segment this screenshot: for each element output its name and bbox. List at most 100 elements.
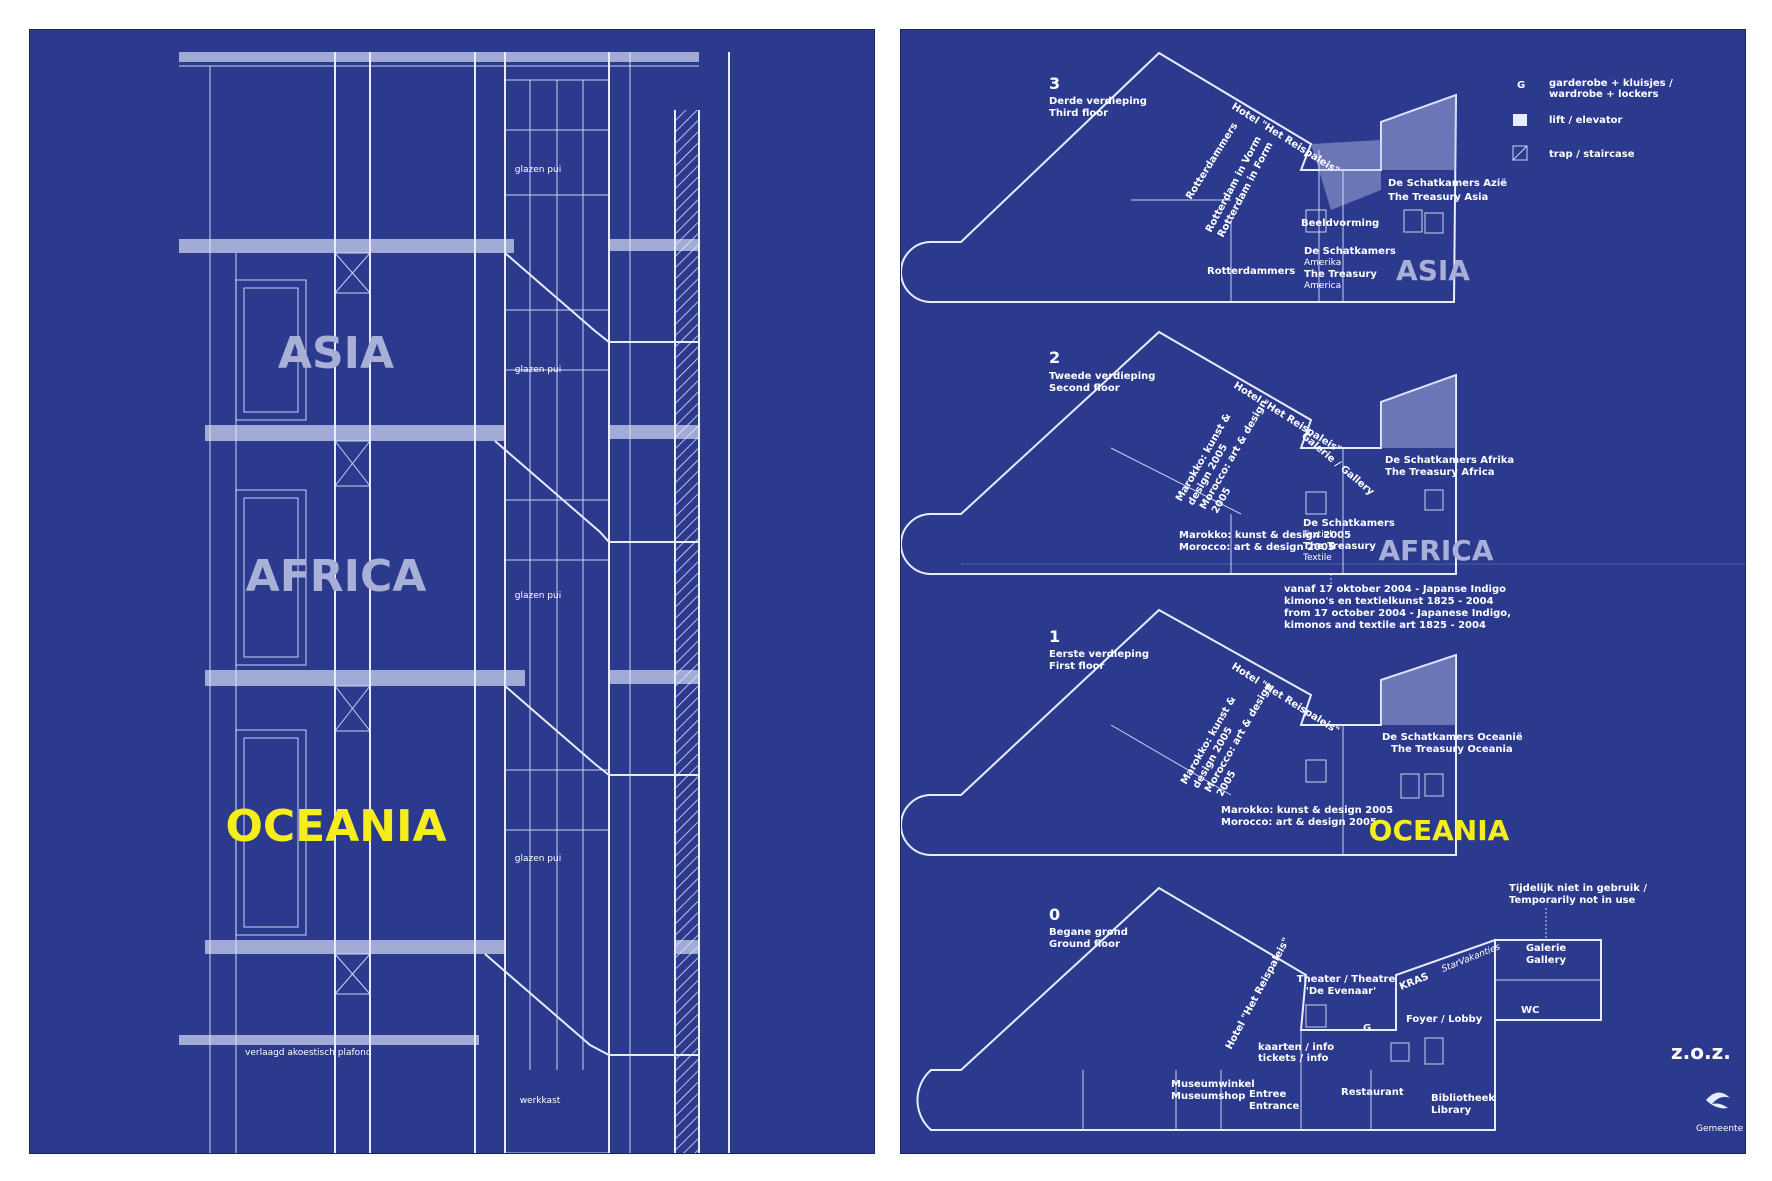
shaded-area <box>1381 95 1456 170</box>
room-label: De Schatkamers <box>1303 518 1395 529</box>
roof-slab <box>179 52 699 62</box>
exhibition-note: vanaf 17 oktober 2004 - Japanse Indigo <box>1284 584 1506 595</box>
shaded-area <box>1381 375 1456 448</box>
floor-name-en: Second floor <box>1049 383 1120 394</box>
continent-label: AFRICA <box>1379 534 1494 567</box>
building-section-panel: ASIA AFRICA OCEANIA glazen pui glazen pu… <box>29 29 875 1154</box>
shaded-area <box>1381 655 1456 725</box>
wardrobe-symbol: G <box>1517 80 1525 91</box>
room-label: Textiel <box>1302 530 1332 540</box>
room-label: Marokko: kunst & design 2005 <box>1221 805 1393 816</box>
room-label: The Treasury <box>1304 269 1377 280</box>
room-label: Temporarily not in use <box>1509 895 1636 906</box>
room-label: Galerie <box>1526 943 1567 954</box>
floor-plan-1: 1 Eerste verdieping First floor Hotel "H… <box>901 608 1523 856</box>
floor-plans-panel: 3 Derde verdieping Third floor Hotel "He… <box>900 29 1746 1154</box>
floor-slab <box>205 425 505 441</box>
room-label: The Treasury Asia <box>1388 192 1488 203</box>
stair-symbol <box>1305 1004 1327 1028</box>
floor-slab <box>205 670 525 686</box>
stair-symbol <box>1424 1037 1444 1065</box>
staircase-icon <box>1512 145 1528 161</box>
continent-label: ASIA <box>1396 254 1470 287</box>
municipality-logo-text: Gemeente R <box>1696 1124 1745 1134</box>
legend-wardrobe-nl: garderobe + kluisjes / <box>1549 78 1673 89</box>
wardrobe-box <box>1390 1042 1410 1062</box>
room-label: Morocco: art & design 2005 <box>1179 542 1335 553</box>
stair-symbol <box>1424 489 1444 511</box>
stair-symbol <box>1424 773 1444 797</box>
room-label: De Schatkamers Oceanië <box>1382 732 1523 743</box>
stair-symbol <box>1305 759 1327 783</box>
room-label: Gallery <box>1526 955 1567 966</box>
turn-over-note: z.o.z. <box>1671 1040 1731 1064</box>
floor-name-en: Third floor <box>1049 108 1108 119</box>
room-label: tickets / info <box>1258 1053 1329 1064</box>
legend-elevator: lift / elevator <box>1549 115 1623 126</box>
floor-number: 0 <box>1049 905 1060 924</box>
room-label: The Treasury Africa <box>1385 467 1495 478</box>
room-label: De Schatkamers Afrika <box>1385 455 1514 466</box>
municipality-logo-icon <box>1706 1092 1730 1109</box>
exhibition-note: kimono's en textielkunst 1825 - 2004 <box>1284 596 1494 607</box>
oceania-label: OCEANIA <box>225 801 446 852</box>
floor-name-nl: Begane grond <box>1049 927 1128 938</box>
room-label: Entree <box>1249 1089 1286 1100</box>
floor-plan-0: 0 Begane grond Ground floor Hotel "Het R… <box>916 883 1647 1131</box>
glass-facade-label: glazen pui <box>515 854 561 864</box>
room-label: Museumshop <box>1171 1091 1245 1102</box>
glass-facade-label: glazen pui <box>515 591 561 601</box>
room-label: Museumwinkel <box>1171 1079 1255 1090</box>
exhibition-note: from 17 october 2004 - Japanese Indigo, <box>1284 608 1511 619</box>
floor-number: 3 <box>1049 74 1060 93</box>
room-label: 'De Evenaar' <box>1306 986 1376 997</box>
building-section-drawing: ASIA AFRICA OCEANIA glazen pui glazen pu… <box>179 52 730 1153</box>
kras-logo: KRAS <box>1398 971 1430 993</box>
floor-slab <box>179 1035 479 1045</box>
room-label: Morocco: art & design 2005 <box>1221 817 1377 828</box>
ceiling-note: verlaagd akoestisch plafond <box>245 1048 372 1058</box>
floor-number: 2 <box>1049 348 1060 367</box>
room-label: Marokko: kunst & design 2005 <box>1179 530 1351 541</box>
kras-logo-script: StarVakanties <box>1440 942 1502 975</box>
room-label: Hotel "Het Reispaleis" <box>1224 936 1292 1051</box>
floor-slab <box>179 239 514 253</box>
room-label: De Schatkamers Azië <box>1388 178 1507 189</box>
floor-plan-2: 2 Tweede verdieping Second floor Hotel "… <box>901 330 1514 631</box>
room-label: Textile <box>1302 553 1332 563</box>
continent-label: OCEANIA <box>1369 814 1510 847</box>
room-label: Entrance <box>1249 1101 1299 1112</box>
asia-label: ASIA <box>278 328 394 379</box>
room-label: Rotterdammers <box>1207 266 1295 277</box>
shaded-area <box>1311 140 1381 210</box>
floor-plan-3: 3 Derde verdieping Third floor Hotel "He… <box>901 51 1507 303</box>
room-label: Amerika <box>1304 258 1341 268</box>
africa-label: AFRICA <box>246 551 427 602</box>
room-label: Tijdelijk niet in gebruik / <box>1509 883 1647 894</box>
floor-name-en: First floor <box>1049 661 1105 672</box>
legend-staircase: trap / staircase <box>1549 149 1635 160</box>
floor-number: 1 <box>1049 627 1060 646</box>
room-label: WC <box>1521 1005 1539 1016</box>
room-label: Restaurant <box>1341 1087 1404 1098</box>
room-label: Theater / Theatre <box>1297 974 1396 985</box>
room-label: The Treasury Oceania <box>1391 744 1513 755</box>
floor-name-en: Ground floor <box>1049 939 1120 950</box>
room-label: Galerie / Gallery <box>1299 431 1376 498</box>
closet-label: werkkast <box>520 1096 561 1106</box>
room-label: America <box>1304 281 1341 291</box>
glass-facade-label: glazen pui <box>515 165 561 175</box>
room-label: Foyer / Lobby <box>1406 1014 1483 1025</box>
wardrobe-symbol: G <box>1363 1023 1371 1034</box>
room-label: Library <box>1431 1105 1472 1116</box>
room-label: Bibliotheek <box>1431 1093 1495 1104</box>
legend-wardrobe-en: wardrobe + lockers <box>1549 89 1658 100</box>
hatched-wall <box>675 110 699 1153</box>
glass-facade-label: glazen pui <box>515 365 561 375</box>
room-label: De Schatkamers <box>1304 246 1396 257</box>
room-label: kaarten / info <box>1258 1042 1334 1053</box>
elevator-symbol <box>1403 209 1423 233</box>
room-label: The Treasury <box>1303 541 1376 552</box>
elevator-symbol <box>1400 773 1420 799</box>
stair-symbol <box>1305 491 1327 515</box>
